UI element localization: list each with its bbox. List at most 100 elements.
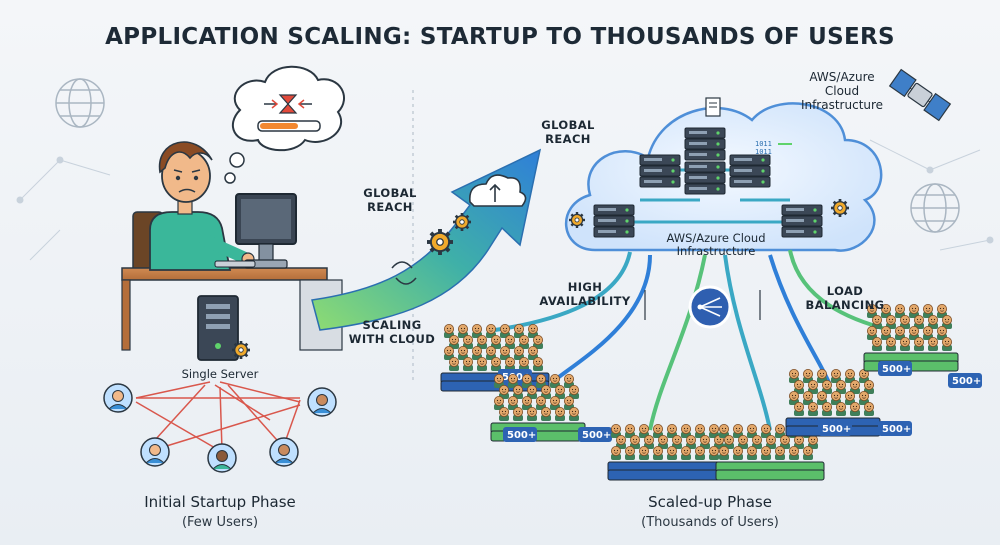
user-face <box>802 445 814 461</box>
server-icon <box>684 127 726 161</box>
user-crowd-cluster: 500+ 500+ <box>863 303 982 388</box>
user-face <box>708 445 720 461</box>
few-users-network <box>135 381 301 453</box>
user-face <box>746 445 758 461</box>
stressed-developer <box>149 141 255 271</box>
global-reach-top-label: GLOBAL REACH <box>541 118 595 146</box>
cloud-sync-icon <box>469 174 527 207</box>
user-crowds: 500+500+500+500+500+500+500+ <box>440 303 982 481</box>
user-face <box>568 406 580 422</box>
user-count-badge <box>503 427 537 442</box>
server-icon <box>593 204 635 238</box>
user-count-badge <box>948 373 982 388</box>
user-crowd-cluster <box>715 423 825 481</box>
user-face <box>807 401 819 417</box>
user-face <box>504 356 516 372</box>
svg-text:1011: 1011 <box>755 140 772 148</box>
scaled-phase-title: Scaled-up Phase <box>648 493 772 511</box>
user-face <box>899 336 911 352</box>
growth-arrow <box>311 148 542 331</box>
user-count-badge <box>578 427 612 442</box>
svg-text:1011: 1011 <box>755 148 772 156</box>
user-face <box>638 445 650 461</box>
user-count-badge-text: 500+ <box>507 430 536 441</box>
scaling-with-cloud-label: SCALING WITH CLOUD <box>348 318 436 346</box>
user-count-badge-text: 500+ <box>822 424 851 435</box>
gear-icon <box>451 211 473 233</box>
user-face <box>913 336 925 352</box>
scaled-phase-subtitle: (Thousands of Users) <box>641 515 779 530</box>
user-face <box>610 445 622 461</box>
globe-icon <box>910 183 960 233</box>
user-face <box>498 406 510 422</box>
binary-icon: 1011 1011 <box>755 140 792 156</box>
user-face <box>927 336 939 352</box>
user-count-badge-text: 500+ <box>582 430 611 441</box>
satellite-icon <box>888 68 952 122</box>
server-icon <box>639 154 681 188</box>
user-face <box>821 401 833 417</box>
user-face <box>490 356 502 372</box>
user-face <box>518 356 530 372</box>
user-face <box>680 445 692 461</box>
user-face <box>774 445 786 461</box>
user-crowd-cluster: 500+ 500+ <box>490 373 612 442</box>
high-availability-label: HIGH AVAILABILITY <box>539 280 631 308</box>
cloud-corner-label: AWS/Azure Cloud Infrastructure <box>800 70 884 112</box>
initial-phase-title: Initial Startup Phase <box>144 493 296 511</box>
user-face <box>540 406 552 422</box>
global-reach-left-label: GLOBAL REACH <box>363 186 417 214</box>
user-face <box>793 401 805 417</box>
user-face <box>788 445 800 461</box>
user-face <box>718 445 730 461</box>
user-face <box>526 406 538 422</box>
user-face <box>554 406 566 422</box>
gear-icon <box>829 197 851 219</box>
user-face <box>448 356 460 372</box>
user-face <box>885 336 897 352</box>
hourglass-icon <box>264 94 312 114</box>
user-face <box>863 401 875 417</box>
user-face <box>694 445 706 461</box>
load-balancer-icon <box>688 285 732 329</box>
background-network <box>16 139 994 261</box>
gear-icon <box>567 210 587 230</box>
user-count-badge <box>878 421 912 436</box>
user-face <box>732 445 744 461</box>
loading-progress-bar <box>257 120 321 132</box>
user-avatars-few <box>103 383 337 473</box>
initial-phase-subtitle: (Few Users) <box>181 515 259 530</box>
user-face <box>835 401 847 417</box>
document-icon <box>705 97 721 117</box>
user-count-badge <box>818 421 852 436</box>
user-count-badge-text: 500+ <box>952 376 981 387</box>
user-crowd-cluster: 500+500+ <box>785 368 912 437</box>
user-face <box>462 356 474 372</box>
user-face <box>941 336 953 352</box>
load-balancing-label: LOAD BALANCING <box>805 284 885 312</box>
user-face <box>512 406 524 422</box>
single-server-label: Single Server <box>181 367 259 381</box>
user-face <box>476 356 488 372</box>
server-icon <box>197 295 252 361</box>
user-face <box>849 401 861 417</box>
thought-bubble <box>224 65 345 184</box>
user-crowd-cluster <box>607 423 731 481</box>
cloud-infrastructure: 1011 1011 <box>564 97 883 252</box>
server-icon <box>684 161 726 195</box>
user-face <box>624 445 636 461</box>
computer-monitor-icon <box>214 193 297 269</box>
cloud-inner-label: AWS/Azure Cloud Infrastructure <box>666 231 766 258</box>
user-count-badge <box>878 361 912 376</box>
server-icon <box>729 154 771 188</box>
user-face <box>532 356 544 372</box>
user-face <box>760 445 772 461</box>
page-title: APPLICATION SCALING: STARTUP TO THOUSAND… <box>105 24 895 50</box>
user-face <box>871 336 883 352</box>
user-face <box>666 445 678 461</box>
globe-icon <box>55 78 105 128</box>
user-face <box>652 445 664 461</box>
user-count-badge-text: 500+ <box>882 364 911 375</box>
